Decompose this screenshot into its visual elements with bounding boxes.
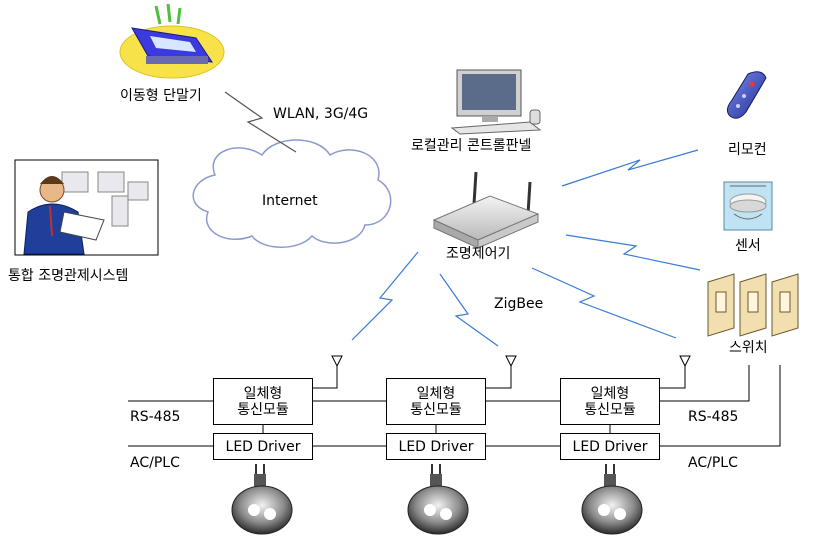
rs485-right-label: RS-485	[688, 409, 739, 425]
internet-label: Internet	[262, 193, 318, 209]
led-lamp-icon	[581, 464, 643, 535]
comm-module-3: 일체형 통신모듈	[560, 378, 660, 425]
pda-icon	[119, 3, 225, 79]
integrated-system-label: 통합 조명관제시스템	[8, 268, 129, 284]
wall-switch-icon	[707, 273, 799, 337]
link-controller-remote	[561, 149, 699, 187]
comm-module-line2: 통신모듈	[584, 401, 636, 418]
switch-label: 스위치	[729, 340, 768, 356]
operator-icon	[14, 159, 159, 256]
comm-module-line2: 통신모듈	[237, 401, 289, 418]
comm-module-2: 일체형 통신모듈	[386, 378, 486, 425]
acplc-bus-right	[660, 365, 781, 447]
internet-cloud	[192, 139, 392, 248]
lighting-controller-label: 조명제어기	[446, 246, 511, 262]
link-controller-antenna-1	[351, 251, 419, 341]
led-driver-label: LED Driver	[225, 438, 301, 455]
smoke-sensor-icon	[723, 181, 773, 231]
antenna-icon	[313, 355, 343, 389]
led-driver-label: LED Driver	[572, 438, 648, 455]
comm-module-line2: 통신모듈	[410, 401, 462, 418]
antenna-icon	[486, 355, 517, 389]
comm-module-line1: 일체형	[416, 385, 456, 402]
zigbee-label: ZigBee	[494, 296, 544, 312]
rs485-left-label: RS-485	[130, 409, 181, 425]
acplc-left-label: AC/PLC	[130, 455, 180, 471]
comm-module-line1: 일체형	[590, 385, 630, 402]
wireless-router-icon	[432, 171, 540, 249]
led-driver-1: LED Driver	[213, 433, 313, 460]
rs485-bus-right	[660, 365, 750, 402]
desktop-computer-icon	[450, 69, 542, 135]
local-panel-label: 로컬관리 콘트롤판넬	[411, 138, 532, 154]
antenna-icon	[660, 355, 691, 389]
led-lamp-icon	[231, 464, 293, 535]
sensor-label: 센서	[735, 238, 761, 254]
led-lamp-icon	[407, 464, 469, 535]
link-controller-antenna-2	[439, 273, 499, 347]
led-driver-label: LED Driver	[398, 438, 474, 455]
link-mobile-internet	[224, 91, 297, 153]
remote-label: 리모컨	[728, 142, 767, 158]
wlan-label: WLAN, 3G/4G	[273, 106, 369, 122]
link-controller-sensor	[565, 234, 701, 271]
remote-control-icon	[726, 71, 767, 119]
link-controller-switch	[531, 267, 677, 339]
mobile-terminal-label: 이동형 단말기	[120, 88, 202, 104]
comm-module-1: 일체형 통신모듈	[213, 378, 313, 425]
comm-module-line1: 일체형	[243, 385, 283, 402]
led-driver-3: LED Driver	[560, 433, 660, 460]
led-driver-2: LED Driver	[386, 433, 486, 460]
acplc-right-label: AC/PLC	[688, 455, 738, 471]
